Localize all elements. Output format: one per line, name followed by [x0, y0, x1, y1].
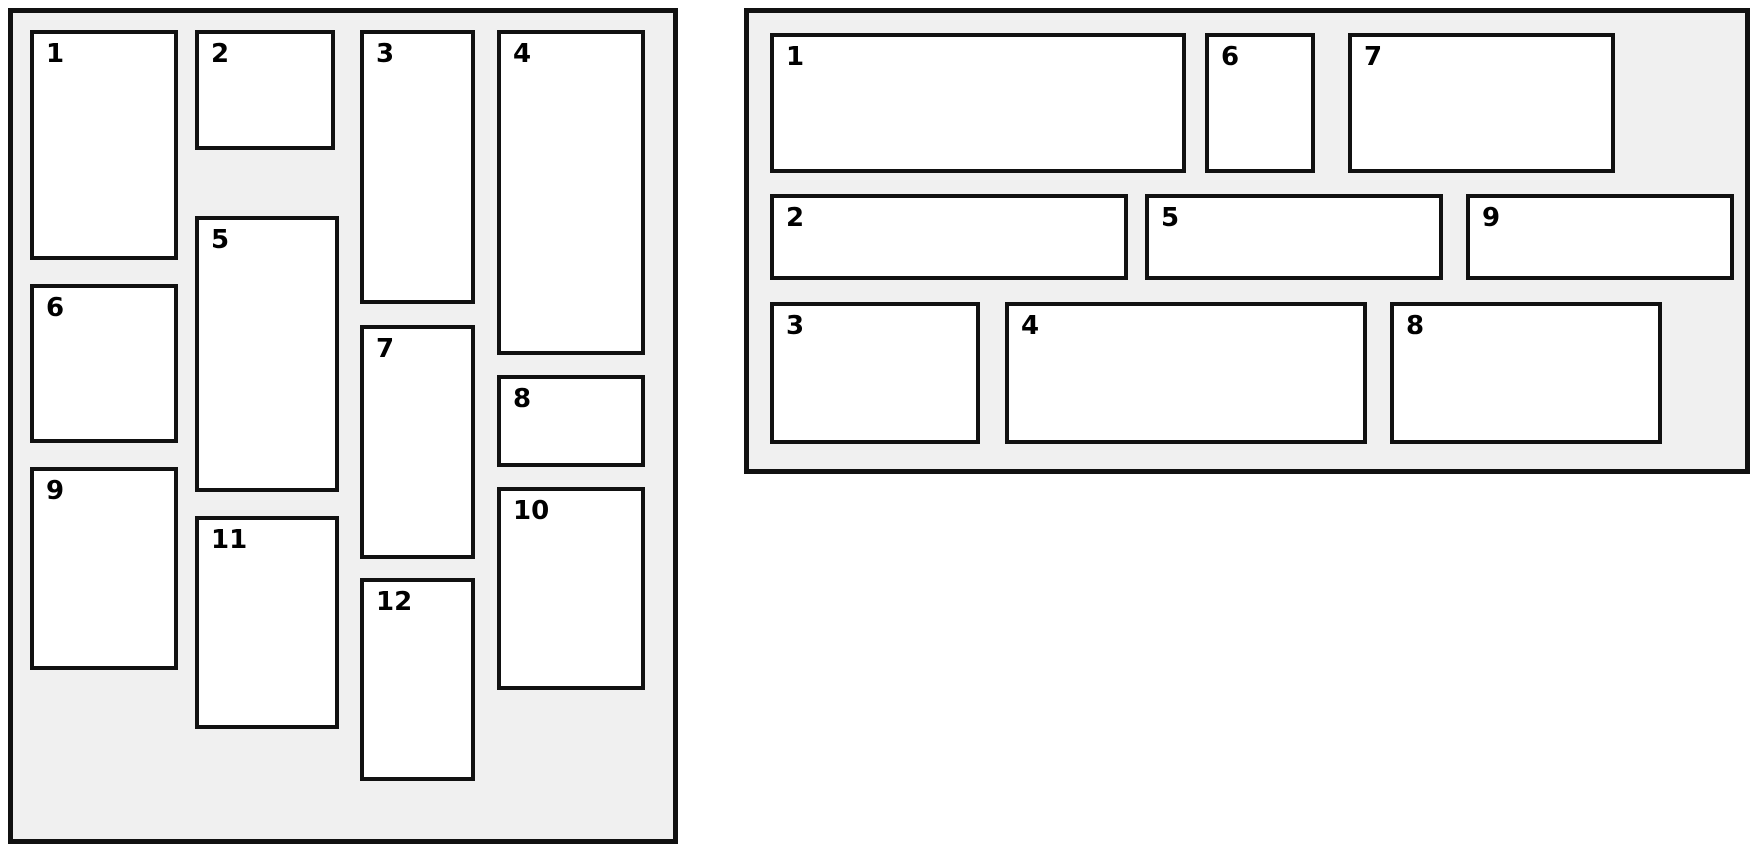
box-label: 7	[1364, 42, 1383, 72]
box-label: 2	[786, 203, 805, 233]
box-8[interactable]: 8	[1390, 302, 1662, 444]
box-1[interactable]: 1	[30, 30, 178, 260]
box-10[interactable]: 10	[497, 487, 645, 690]
box-label: 10	[513, 496, 550, 526]
box-3[interactable]: 3	[360, 30, 475, 304]
box-label: 2	[211, 39, 230, 69]
box-label: 12	[376, 587, 413, 617]
box-11[interactable]: 11	[195, 516, 339, 729]
box-1[interactable]: 1	[770, 33, 1186, 173]
right-panel: 1 6 7 2 5 9 3 4 8	[744, 8, 1750, 474]
box-label: 1	[46, 39, 65, 69]
box-label: 6	[1221, 42, 1240, 72]
box-5[interactable]: 5	[195, 216, 339, 492]
box-label: 9	[46, 476, 65, 506]
box-4[interactable]: 4	[497, 30, 645, 355]
box-9[interactable]: 9	[1466, 194, 1734, 280]
box-3[interactable]: 3	[770, 302, 980, 444]
box-7[interactable]: 7	[1348, 33, 1615, 173]
box-label: 6	[46, 293, 65, 323]
box-label: 5	[1161, 203, 1180, 233]
box-label: 8	[513, 384, 532, 414]
box-label: 4	[1021, 311, 1040, 341]
box-label: 1	[786, 42, 805, 72]
box-2[interactable]: 2	[770, 194, 1128, 280]
box-label: 7	[376, 334, 395, 364]
box-label: 9	[1482, 203, 1501, 233]
box-label: 3	[376, 39, 395, 69]
box-2[interactable]: 2	[195, 30, 335, 150]
box-12[interactable]: 12	[360, 578, 475, 781]
box-6[interactable]: 6	[30, 284, 178, 443]
box-9[interactable]: 9	[30, 467, 178, 670]
box-4[interactable]: 4	[1005, 302, 1367, 444]
box-8[interactable]: 8	[497, 375, 645, 467]
box-5[interactable]: 5	[1145, 194, 1443, 280]
box-label: 11	[211, 525, 248, 555]
box-7[interactable]: 7	[360, 325, 475, 559]
box-label: 8	[1406, 311, 1425, 341]
box-label: 4	[513, 39, 532, 69]
box-label: 3	[786, 311, 805, 341]
box-label: 5	[211, 225, 230, 255]
box-6[interactable]: 6	[1205, 33, 1315, 173]
